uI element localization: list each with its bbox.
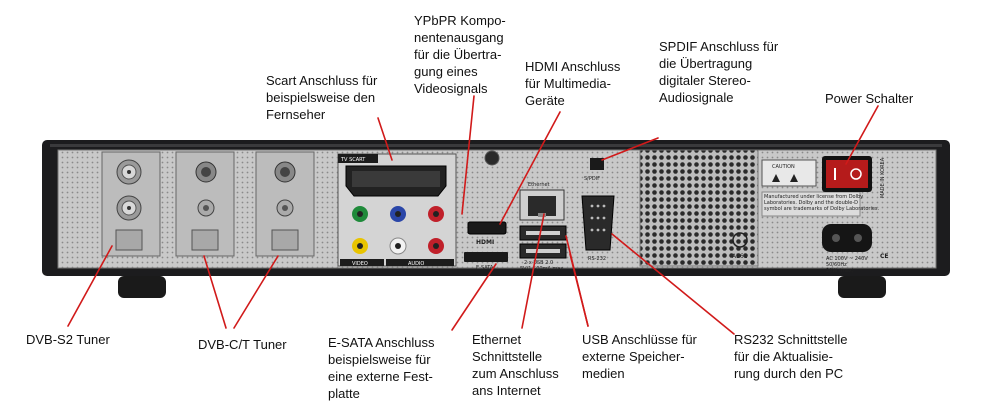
ethernet-usb-block: Ethernet 2 x USB 2.0 5V/1,500mA max [519,182,567,272]
callout-power [845,105,879,165]
caution-text: CAUTION [772,164,795,170]
label-dvbs2: DVB-S2 Tuner [26,332,110,347]
callout-ypbpr [461,95,475,215]
callout-dvbct-2 [233,255,279,329]
label-dvbct: DVB-C/T Tuner [198,337,287,352]
callout-ethernet [521,213,545,329]
callout-hdmi [499,111,561,225]
fan-grille-icon [639,149,759,267]
svg-text:CE: CE [880,253,889,260]
video-text: VIDEO [352,261,368,267]
callout-rs232 [611,233,735,335]
rca-jack-icon [352,206,444,255]
screw-icon [484,150,500,166]
spdif-text: S/PDIF [584,176,600,182]
esata-port-icon [464,252,508,262]
hdmi-esata-block: HDMI E-SATA [464,221,508,271]
label-scart: Scart Anschluss für beispielsweise den F… [266,73,378,122]
f-connector-icon [116,159,296,221]
callout-esata [451,263,497,331]
dolby-text-line: symbol are trademarks of Dolby Laborator… [764,206,880,212]
label-ethernet: Ethernet Schnittstelle zum Anschluss ans… [472,332,559,398]
ae61-text: AE61 [732,253,748,260]
foot-left [118,276,166,298]
dolby-text: Manufactured under license from Dolby [764,194,863,200]
callout-dvbs2 [67,245,113,327]
foot-right [838,276,886,298]
label-hdmi: HDMI Anschluss für Multimedia- Geräte [525,59,621,108]
callout-lines [67,95,879,335]
dolby-text-line: Laboratories. Dolby and the double-D [764,200,858,206]
certification-logo-icon [732,232,748,248]
hdmi-text: HDMI [476,239,494,246]
callout-dvbct-1 [203,255,227,329]
tuner-modules [101,151,315,257]
spdif-rs232-block: S/PDIF RS-232 [581,158,615,262]
callout-spdif [601,137,659,161]
mains-text-line: 50/60Hz [826,262,847,268]
certification-area: AE61 CAUTION Manufactured under license … [732,157,886,260]
av-block: TV SCART VIDEO AUDIO [337,153,457,267]
tv-scart-text: TV SCART [340,157,366,163]
label-spdif: SPDIF Anschluss für die Übertragung digi… [659,39,779,105]
usb-power-text: 5V/1,500mA max [520,266,563,272]
power-socket-icon [822,224,872,252]
usb-text: 2 x USB 2.0 [524,260,553,266]
label-ypbpr: YPbPR Kompo- nentenausgang für die Übert… [414,13,506,96]
hdmi-port-icon [467,221,507,235]
rs232-text: RS-232 [588,256,606,262]
esata-text: E-SATA [476,265,494,271]
svg-text:Manufactured under license fro: Manufactured under license from Dolby La… [764,194,880,212]
label-power: Power Schalter [825,91,914,106]
made-in-text: MADE IN KOREA [880,157,886,198]
mains-text: AC 100V ~ 240V [826,256,868,262]
mains-text-line: 20W (max) [826,268,854,274]
label-usb: USB Anschlüsse für externe Speicher- med… [582,332,697,381]
callout-scart [377,117,393,161]
label-esata: E-SATA Anschluss beispielsweise für eine… [328,335,435,401]
ethernet-text: Ethernet [528,182,550,188]
callout-usb-2 [569,253,589,327]
rs232-port-icon [581,195,615,251]
spdif-port-icon [590,158,604,170]
label-rs232: RS232 Schnittstelle für die Aktualisie- … [734,332,848,381]
audio-text: AUDIO [408,261,424,267]
